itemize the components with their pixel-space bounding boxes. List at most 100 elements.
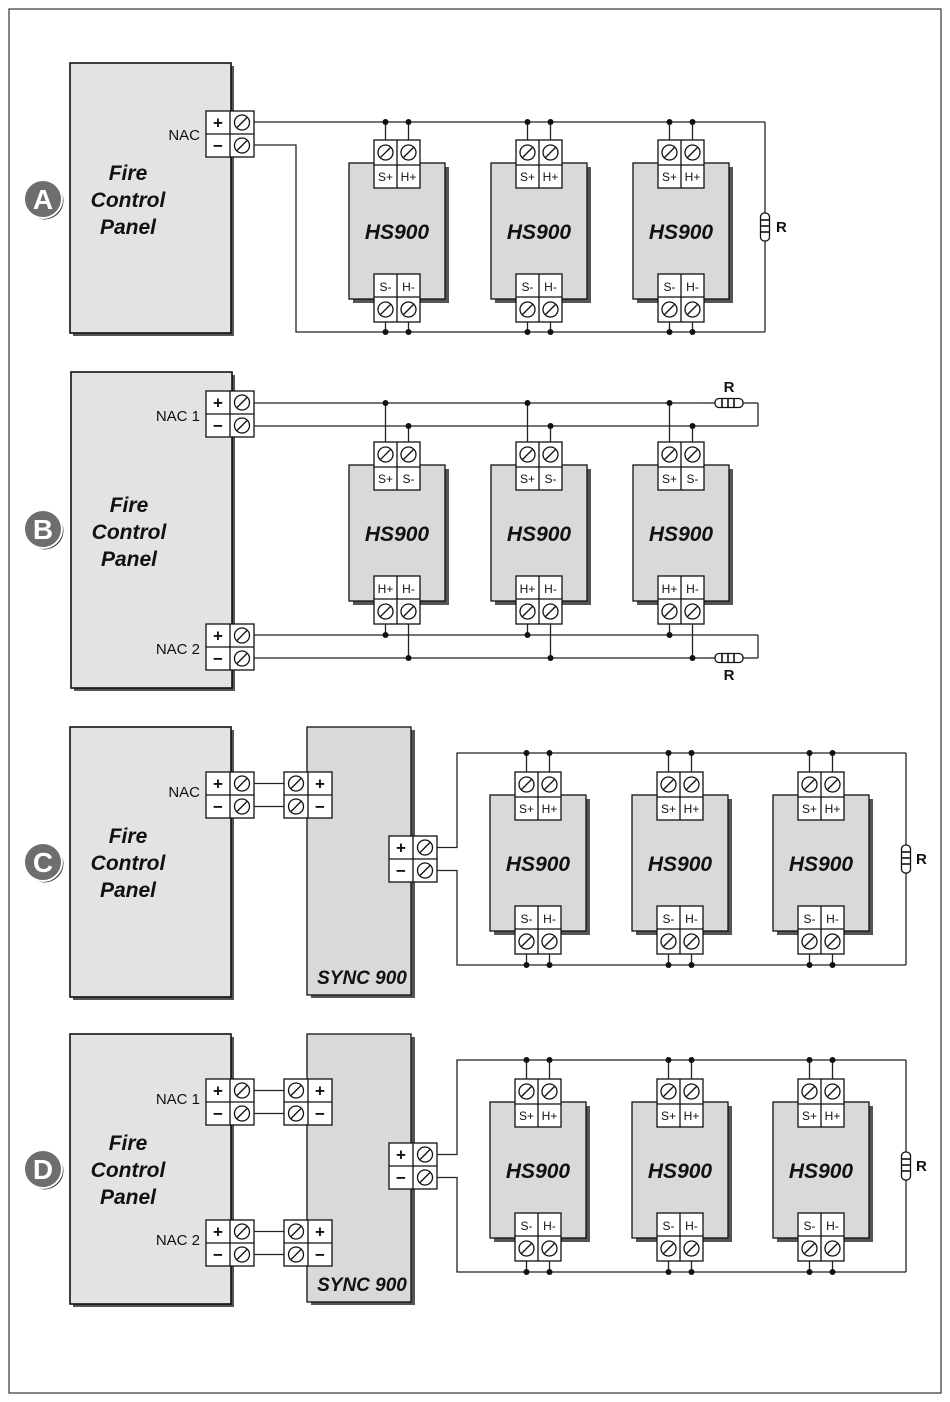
screw-terminal-icon — [824, 1240, 841, 1257]
minus-sign: − — [315, 1105, 325, 1124]
nac-terminal-block: +− — [205, 110, 255, 158]
nac-terminal-block: +− — [205, 771, 255, 819]
junction-dot — [829, 1057, 836, 1063]
device-label: HS900 — [649, 221, 714, 244]
badge-letter: A — [33, 184, 53, 215]
junction-dot — [688, 1057, 695, 1063]
junction-dot — [524, 329, 531, 335]
pin-label-top-right: S- — [687, 472, 699, 486]
panel-title-line-3: Panel — [100, 879, 157, 902]
resistor-label: R — [776, 219, 787, 236]
device-label: HS900 — [789, 853, 854, 876]
screw-terminal-icon — [661, 301, 678, 318]
section-a: FireControlPanelANAC+−S+H+S-H-HS900S+H+S… — [23, 62, 787, 336]
junction-dot — [382, 632, 389, 638]
screw-terminal-icon — [287, 798, 305, 815]
screw-terminal-icon — [801, 1240, 818, 1257]
screw-terminal-icon — [233, 1105, 251, 1122]
screw-terminal-icon — [660, 933, 677, 950]
panel-title-line-1: Fire — [109, 1132, 148, 1155]
hs900-device: S+S-H+H-HS900 — [490, 441, 591, 625]
pin-label-bottom-left: S- — [380, 280, 392, 294]
pin-label-bottom-right: H- — [826, 912, 839, 926]
junction-dot — [829, 962, 836, 968]
resistor-label: R — [916, 1158, 927, 1175]
panel-title-line-3: Panel — [100, 1186, 157, 1209]
screw-terminal-icon — [518, 1240, 535, 1257]
pin-label-bottom-right: H- — [685, 1219, 698, 1233]
screw-terminal-icon — [683, 1083, 700, 1100]
screw-terminal-icon — [683, 776, 700, 793]
plus-sign: + — [213, 775, 223, 794]
screw-terminal-icon — [684, 603, 701, 620]
minus-sign: − — [396, 862, 406, 881]
device-label: HS900 — [506, 1160, 571, 1183]
badge-letter: C — [33, 847, 53, 878]
pin-label-bottom-left: S- — [804, 1219, 816, 1233]
screw-terminal-icon — [684, 446, 701, 463]
wire — [437, 752, 906, 849]
screw-terminal-icon — [287, 1082, 305, 1099]
hs900-device: S+H+S-H-HS900 — [489, 1078, 590, 1262]
plus-sign: + — [213, 394, 223, 413]
sync-label: SYNC 900 — [317, 1275, 407, 1296]
pin-label-top-left: S+ — [519, 802, 534, 816]
pin-label-top-left: S+ — [520, 472, 535, 486]
junction-dot — [688, 750, 695, 756]
sync-900-module: SYNC 900 — [306, 726, 415, 998]
junction-dot — [405, 329, 412, 335]
junction-dot — [405, 655, 412, 661]
hs900-device: S+H+S-H-HS900 — [772, 771, 873, 955]
screw-terminal-icon — [824, 1083, 841, 1100]
end-of-line-resistor: R — [700, 652, 758, 684]
resistor-label: R — [724, 667, 735, 684]
plus-sign: + — [213, 627, 223, 646]
outer-frame — [8, 8, 942, 1394]
screw-terminal-icon — [400, 301, 417, 318]
junction-dot — [806, 750, 813, 756]
screw-terminal-icon — [519, 603, 536, 620]
pin-label-top-left: S+ — [661, 802, 676, 816]
junction-dot — [547, 329, 554, 335]
nac1-label: NAC 1 — [156, 1091, 200, 1108]
screw-terminal-icon — [518, 1083, 535, 1100]
screw-terminal-icon — [287, 1246, 305, 1263]
junction-dot — [689, 329, 696, 335]
screw-terminal-icon — [233, 1082, 251, 1099]
junction-dot — [382, 329, 389, 335]
screw-terminal-icon — [233, 137, 251, 154]
end-of-line-resistor: R — [700, 379, 758, 409]
pin-label-bottom-right: H- — [544, 280, 557, 294]
hs900-device: S+H+S-H-HS900 — [632, 139, 733, 323]
badge-letter: B — [33, 514, 53, 545]
plus-sign: + — [396, 1146, 406, 1165]
device-label: HS900 — [648, 853, 713, 876]
pin-label-bottom-right: H- — [685, 912, 698, 926]
screw-terminal-icon — [519, 301, 536, 318]
pin-label-bottom-left: H+ — [520, 582, 536, 596]
plus-sign: + — [315, 1082, 325, 1101]
pin-label-top-right: H+ — [684, 1109, 700, 1123]
device-label: HS900 — [365, 221, 430, 244]
nac-label: NAC — [168, 127, 200, 144]
screw-terminal-icon — [416, 839, 434, 856]
screw-terminal-icon — [233, 417, 251, 434]
screw-terminal-icon — [683, 1240, 700, 1257]
device-label: HS900 — [506, 853, 571, 876]
screw-terminal-icon — [542, 144, 559, 161]
screw-terminal-icon — [824, 776, 841, 793]
junction-dot — [523, 1269, 530, 1275]
screw-terminal-icon — [287, 775, 305, 792]
minus-sign: − — [213, 798, 223, 817]
pin-label-top-left: S+ — [519, 1109, 534, 1123]
nac2-label: NAC 2 — [156, 1232, 200, 1249]
sync-label: SYNC 900 — [317, 968, 407, 989]
screw-terminal-icon — [684, 301, 701, 318]
junction-dot — [806, 962, 813, 968]
pin-label-top-right: H+ — [825, 1109, 841, 1123]
pin-label-bottom-left: S- — [663, 912, 675, 926]
pin-label-top-right: H+ — [685, 170, 701, 184]
